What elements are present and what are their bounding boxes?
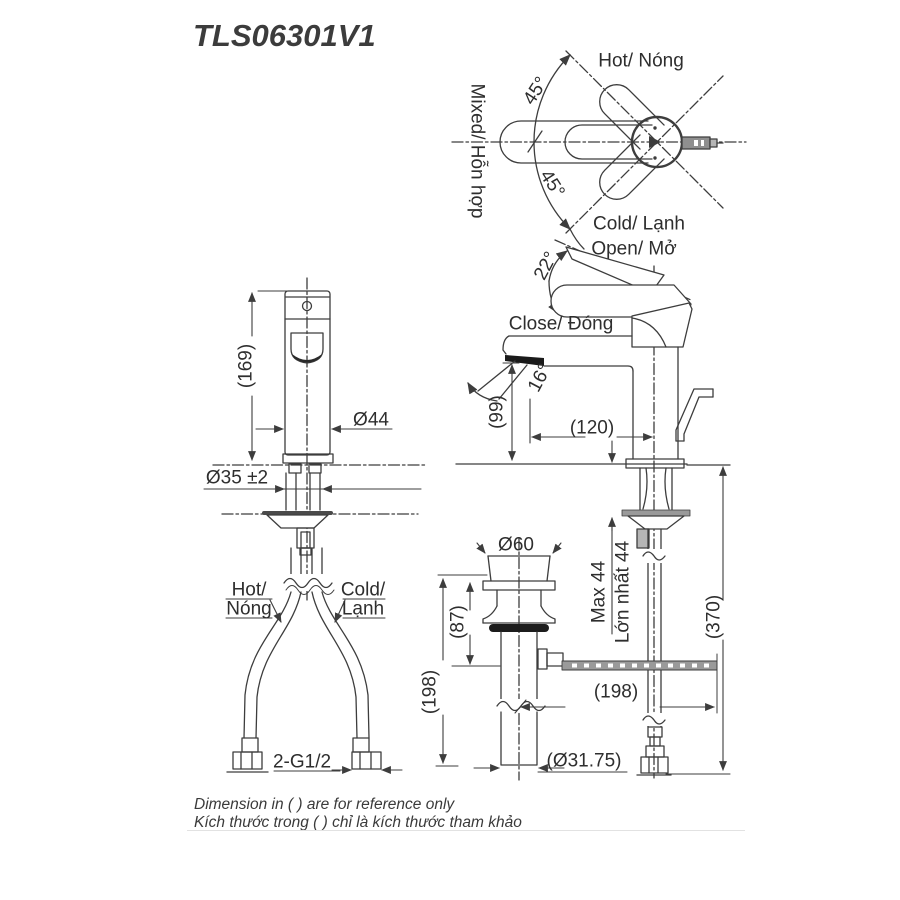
close-label: Close/ Đóng	[508, 313, 614, 335]
hot-label-front-vi: Nóng	[226, 598, 272, 620]
dim-198-vertical-label: (198)	[419, 669, 441, 715]
dim-169-label: (169)	[235, 343, 257, 389]
dim-3175-label: (Ø31.75)	[546, 750, 622, 772]
max-44-en-label: Max 44	[588, 560, 610, 624]
footer-note-en: Dimension in ( ) are for reference only	[194, 796, 455, 813]
hot-label-front-en: Hot/	[231, 579, 267, 601]
cold-label-front-vi: Lạnh	[341, 598, 385, 620]
mixed-label-top-view: Mixed/ Hỗn hợp	[466, 83, 488, 219]
dim-370-label: (370)	[703, 594, 725, 640]
dimension-lines	[203, 290, 731, 775]
hot-label-top-view: Hot/ Nóng	[598, 50, 684, 72]
footer-note-vi: Kích thước trong ( ) chỉ là kích thước t…	[194, 814, 522, 831]
dim-60-label: Ø60	[498, 534, 534, 556]
cold-label-front-en: Cold/	[340, 579, 386, 601]
open-label: Open/ Mở	[591, 238, 677, 260]
dim-120-label: (120)	[569, 417, 615, 439]
side-view-drawing	[455, 239, 731, 779]
dim-99-label: (99)	[486, 395, 508, 429]
cold-label-top-view: Cold/ Lạnh	[593, 213, 685, 235]
thread-size-label: 2-G1/2	[272, 751, 332, 773]
dim-198-rod-label: (198)	[593, 681, 639, 703]
front-view-drawing	[212, 277, 426, 773]
bottom-divider	[187, 830, 745, 831]
spout-top-stub	[681, 136, 724, 150]
dim-35-label: Ø35 ±2	[205, 467, 269, 489]
product-code-title: TLS06301V1	[193, 18, 376, 53]
dim-87-label: (87)	[447, 605, 469, 639]
dim-44-label: Ø44	[353, 409, 389, 431]
top-view-drawing	[451, 50, 747, 250]
max-44-vi-label: Lớn nhất 44	[612, 540, 634, 644]
